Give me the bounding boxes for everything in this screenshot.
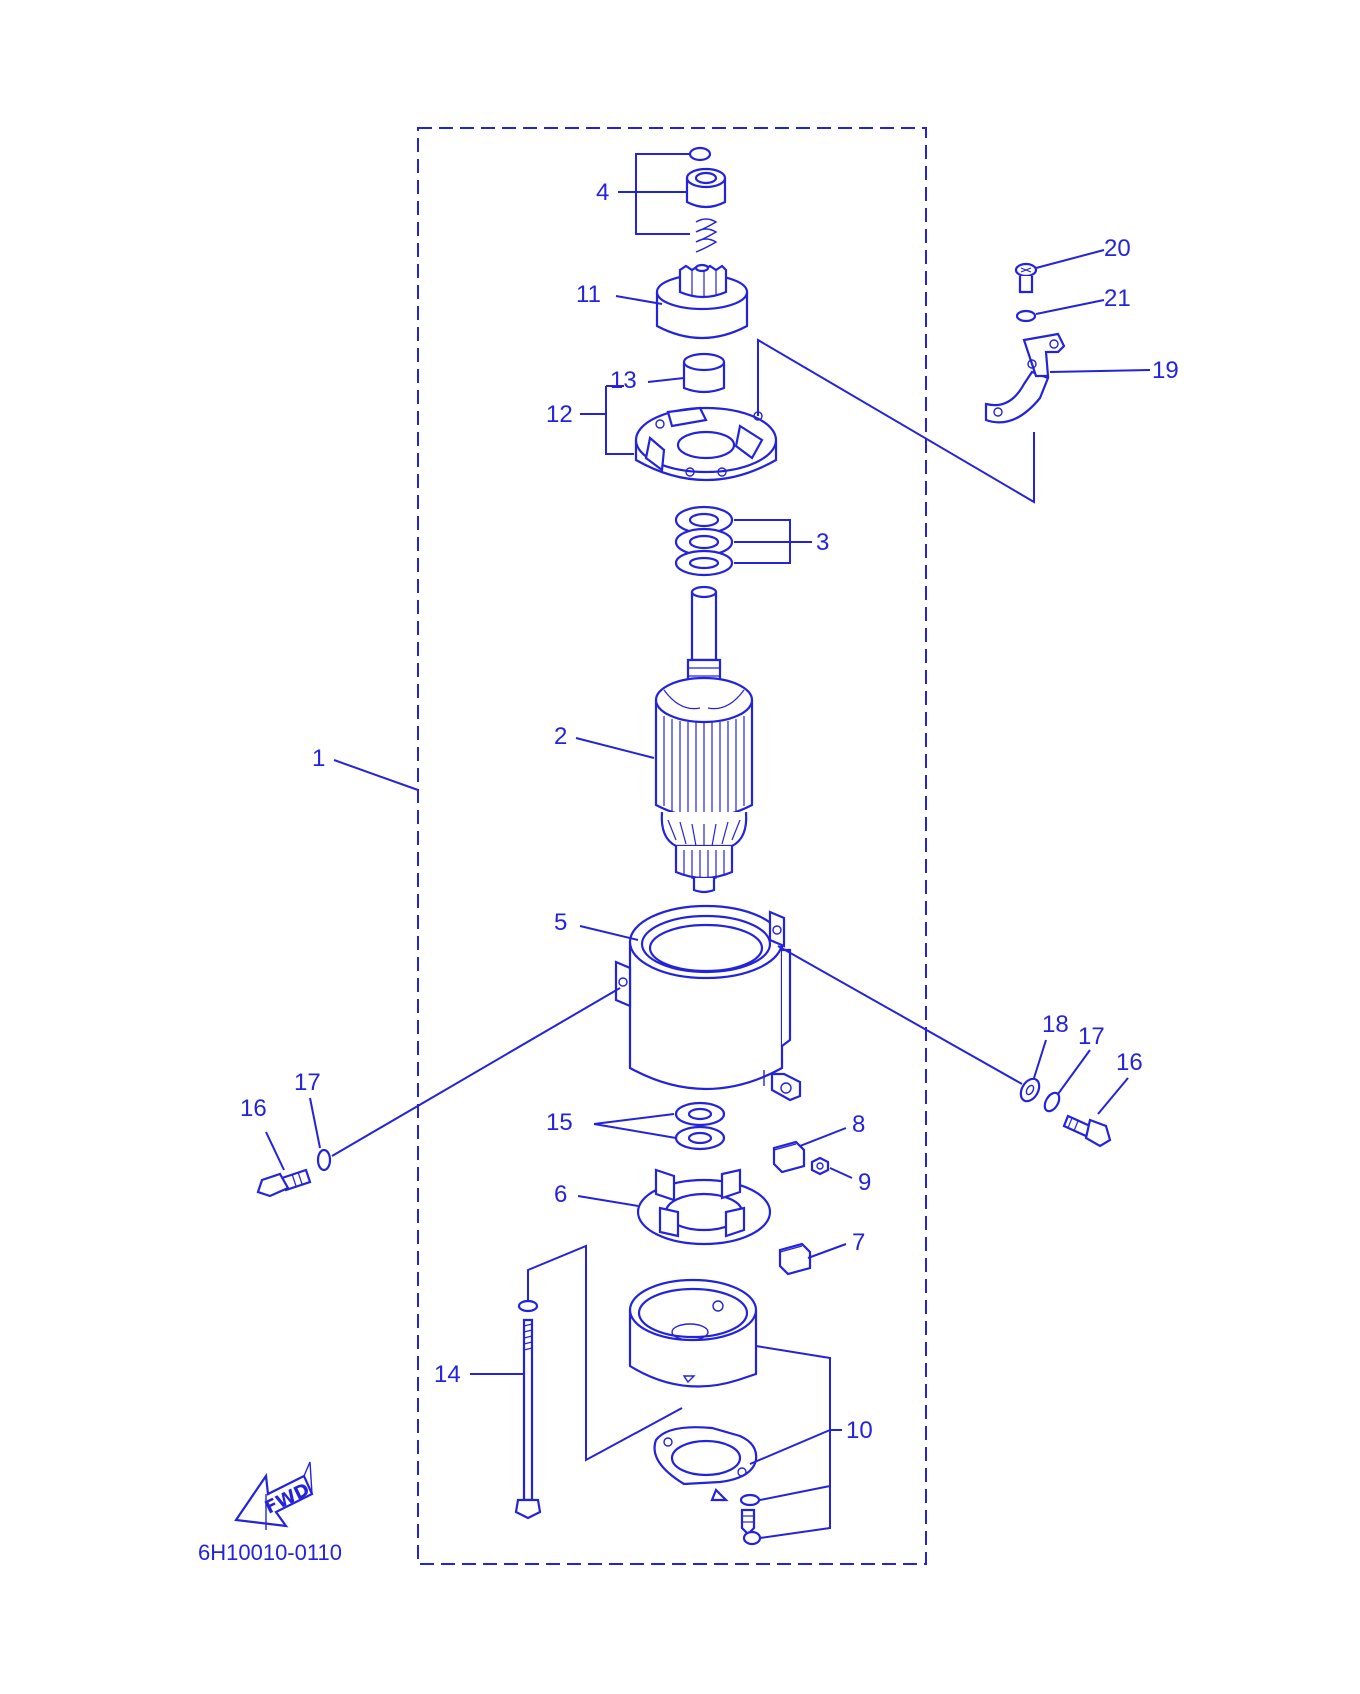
callout-7: 7 — [852, 1229, 865, 1256]
callout-17-left: 17 — [294, 1069, 321, 1096]
part-12-upper-bracket — [634, 406, 778, 481]
callout-10: 10 — [846, 1417, 873, 1444]
part-16-bolt-right — [1062, 1114, 1112, 1148]
fwd-arrow-icon: FWD — [234, 1461, 314, 1530]
leader-lines — [265, 153, 1151, 1539]
part-7-brush — [778, 1242, 812, 1276]
part-6-brush-holder — [636, 1168, 772, 1246]
part-13-bushing — [682, 352, 726, 394]
part-21-washer — [1015, 309, 1037, 323]
part-code: 6H10010-0110 — [198, 1540, 342, 1565]
part-4-pinion-stopper-set — [685, 146, 727, 253]
callout-21: 21 — [1104, 285, 1131, 312]
part-8-brush — [772, 1140, 806, 1174]
callout-4: 4 — [596, 179, 609, 206]
callout-18: 18 — [1042, 1011, 1069, 1038]
callout-19: 19 — [1152, 357, 1179, 384]
callout-5: 5 — [554, 909, 567, 936]
callout-labels: 1 2 3 4 5 6 7 8 9 10 11 12 13 14 15 16 1… — [240, 179, 1179, 1444]
part-10-lower-bracket-set — [628, 1278, 762, 1546]
part-9-nut — [810, 1156, 830, 1176]
part-5-yoke — [614, 904, 802, 1102]
callout-20: 20 — [1104, 235, 1131, 262]
part-20-screw — [1014, 262, 1038, 294]
part-17-washer-right — [1043, 1091, 1061, 1113]
callout-15: 15 — [546, 1109, 573, 1136]
part-11-pinion — [655, 263, 749, 340]
callout-14: 14 — [434, 1361, 461, 1388]
part-19-bracket — [984, 332, 1066, 424]
callout-16-left: 16 — [240, 1095, 267, 1122]
part-18-washer-right — [1019, 1077, 1041, 1103]
callout-8: 8 — [852, 1111, 865, 1138]
part-15-washers — [674, 1101, 726, 1151]
callout-2: 2 — [554, 723, 567, 750]
part-3-washers — [674, 505, 734, 577]
callout-16-right: 16 — [1116, 1049, 1143, 1076]
part-2-armature — [654, 585, 754, 894]
assembly-boundary — [417, 127, 927, 1565]
callout-3: 3 — [816, 529, 829, 556]
callout-13: 13 — [610, 367, 637, 394]
part-14-through-bolt — [514, 1299, 542, 1520]
part-17-washer-left — [316, 1148, 332, 1172]
callout-11: 11 — [576, 281, 601, 308]
callout-12: 12 — [546, 401, 573, 428]
callout-9: 9 — [858, 1169, 871, 1196]
callout-1: 1 — [312, 745, 325, 772]
part-16-bolt-left — [256, 1168, 312, 1198]
callout-6: 6 — [554, 1181, 567, 1208]
callout-17-right: 17 — [1078, 1023, 1105, 1050]
